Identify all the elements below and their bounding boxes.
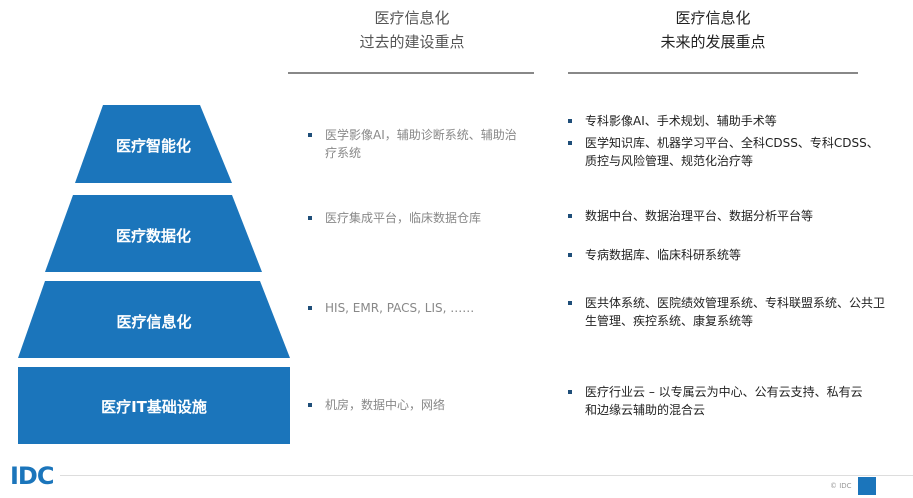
layer-label: 医疗IT基础设施	[101, 398, 207, 416]
past-header-line1: 医疗信息化	[374, 9, 450, 27]
future-item: 医疗行业云 – 以专属云为中心、公有云支持、私有云和边缘云辅助的混合云	[565, 383, 865, 419]
pyramid-layer-2	[45, 195, 262, 272]
future-header-line2: 未来的发展重点	[660, 33, 766, 51]
layer-label: 医疗数据化	[115, 227, 191, 245]
future-item: 医学知识库、机器学习平台、全科CDSS、专科CDSS、质控与风险管理、规范化治疗…	[565, 134, 885, 170]
layer-label: 医疗智能化	[115, 137, 191, 155]
future-divider	[568, 72, 858, 74]
pyramid	[18, 105, 290, 444]
future-header: 医疗信息化未来的发展重点	[568, 6, 858, 54]
past-item: 医疗集成平台，临床数据仓库	[305, 209, 555, 227]
past-header: 医疗信息化过去的建设重点	[290, 6, 534, 54]
past-item: 医学影像AI，辅助诊断系统、辅助治疗系统	[305, 126, 525, 162]
future-item: 专病数据库、临床科研系统等	[565, 246, 885, 264]
layer-label: 医疗信息化	[116, 313, 192, 331]
future-item: 医共体系统、医院绩效管理系统、专科联盟系统、公共卫生管理、疾控系统、康复系统等	[565, 294, 885, 330]
future-item: 数据中台、数据治理平台、数据分析平台等	[565, 207, 875, 225]
footer-square	[858, 477, 876, 495]
past-item: 机房，数据中心，网络	[305, 396, 555, 414]
copyright: © IDC	[830, 482, 852, 490]
past-header-line2: 过去的建设重点	[359, 33, 465, 51]
pyramid-layer-3	[18, 281, 290, 358]
past-divider	[288, 72, 534, 74]
idc-logo: IDC	[10, 462, 54, 490]
future-item: 专科影像AI、手术规划、辅助手术等	[565, 112, 885, 130]
pyramid-layer-4	[18, 367, 290, 444]
footer-line	[60, 475, 913, 476]
pyramid-layer-1	[75, 105, 232, 183]
future-header-line1: 医疗信息化	[675, 9, 751, 27]
past-item: HIS, EMR, PACS, LIS, ……	[305, 299, 555, 317]
